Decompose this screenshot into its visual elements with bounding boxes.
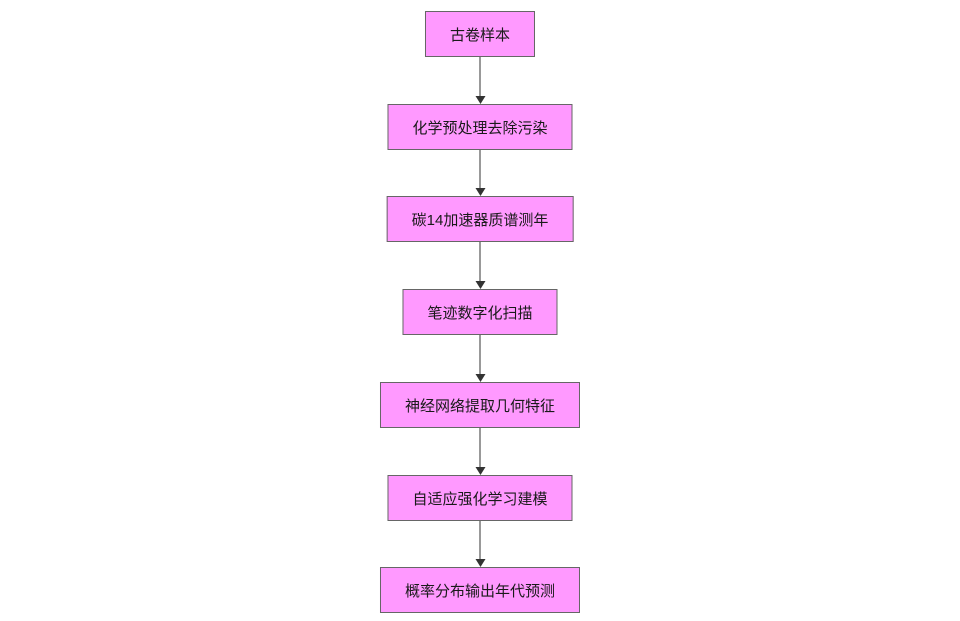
- node-adaptive-rl-modeling: 自适应强化学习建模: [387, 475, 573, 521]
- arrowhead-down-icon: [475, 467, 485, 475]
- arrowhead-down-icon: [475, 559, 485, 567]
- node-label: 神经网络提取几何特征: [404, 397, 556, 415]
- flow-arrow-5: [475, 428, 486, 475]
- node-label: 化学预处理去除污染: [412, 119, 548, 137]
- flow-arrow-6: [475, 521, 486, 567]
- node-label: 概率分布输出年代预测: [404, 582, 556, 600]
- arrowhead-down-icon: [475, 96, 485, 104]
- flow-arrow-4: [475, 335, 486, 382]
- arrow-line: [479, 242, 481, 281]
- node-handwriting-digitization-scan: 笔迹数字化扫描: [402, 289, 558, 335]
- node-carbon14-ams-dating: 碳14加速器质谱测年: [386, 196, 574, 242]
- node-label: 自适应强化学习建模: [412, 490, 548, 508]
- node-chemical-pretreatment: 化学预处理去除污染: [387, 104, 573, 150]
- node-probability-output-age-prediction: 概率分布输出年代预测: [379, 567, 581, 613]
- arrow-line: [479, 57, 481, 96]
- node-label: 古卷样本: [449, 26, 511, 44]
- arrowhead-down-icon: [475, 188, 485, 196]
- node-neural-network-feature-extraction: 神经网络提取几何特征: [379, 382, 581, 428]
- arrow-line: [479, 428, 481, 467]
- arrowhead-down-icon: [475, 281, 485, 289]
- flow-arrow-2: [475, 150, 486, 196]
- node-label: 碳14加速器质谱测年: [411, 211, 549, 229]
- arrow-line: [479, 150, 481, 188]
- node-ancient-scroll-sample: 古卷样本: [424, 11, 536, 57]
- arrow-line: [479, 335, 481, 374]
- arrowhead-down-icon: [475, 374, 485, 382]
- node-label: 笔迹数字化扫描: [427, 304, 533, 322]
- arrow-line: [479, 521, 481, 559]
- flow-arrow-1: [475, 57, 486, 104]
- flow-arrow-3: [475, 242, 486, 289]
